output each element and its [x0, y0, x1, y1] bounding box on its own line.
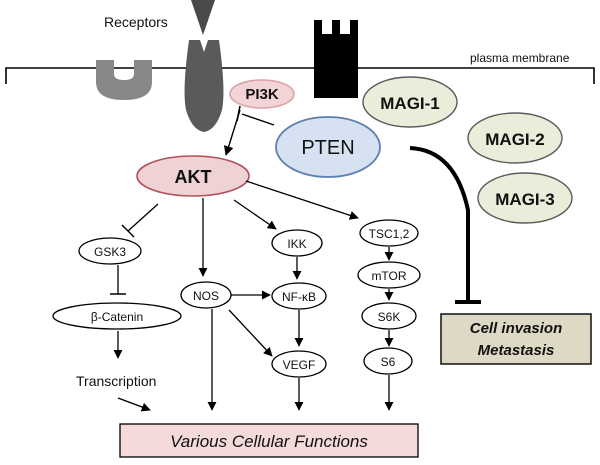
magi1-label: MAGI-1 — [380, 94, 440, 113]
pten-inhibit-line — [241, 113, 275, 126]
s6k-node — [361, 302, 417, 330]
akt-gsk3-inhibit-bar — [121, 224, 135, 238]
akt-tsc-arrow — [245, 180, 359, 220]
transcription-label: Transcription — [76, 373, 156, 389]
akt-node — [136, 155, 250, 197]
plasma-membrane-label: plasma membrane — [470, 51, 570, 65]
various-functions-box — [119, 423, 419, 458]
beta-catenin-node — [52, 302, 182, 330]
cell-invasion-box — [440, 313, 592, 365]
receptor-comb-shape — [314, 20, 358, 98]
akt-label: AKT — [175, 167, 212, 187]
tsc12-label: TSC1,2 — [369, 227, 410, 241]
magi2-label: MAGI-2 — [485, 130, 545, 149]
magi3-label: MAGI-3 — [495, 190, 555, 209]
beta-catenin-label: β-Catenin — [91, 310, 143, 324]
gsk3-node — [78, 237, 142, 265]
akt-gsk3-inhibit-line — [127, 203, 159, 232]
ikk-label: IKK — [287, 237, 306, 251]
magi2-node — [467, 112, 563, 164]
s6-node — [363, 347, 413, 375]
ikk-node — [271, 229, 323, 257]
akt-ikk-arrow — [233, 199, 277, 230]
ligand-shape — [191, 0, 215, 35]
tsc12-node — [359, 219, 419, 247]
nfkb-node — [271, 282, 327, 310]
receptor-cup-shape — [96, 60, 152, 100]
magi3-node — [477, 172, 573, 224]
nfkb-label: NF-κB — [282, 290, 316, 304]
vegf-node — [271, 350, 327, 378]
transcription-various-arrow — [117, 397, 151, 412]
gsk3-label: GSK3 — [94, 245, 126, 259]
various-functions-label: Various Cellular Functions — [170, 432, 368, 451]
mtor-label: mTOR — [371, 269, 406, 283]
pi3k-node — [229, 79, 295, 109]
magi1-node — [362, 76, 458, 128]
cell-invasion-label: Cell invasion — [470, 320, 563, 337]
pten-invasion-inhibit-line — [409, 146, 470, 300]
vegf-label: VEGF — [283, 358, 316, 372]
pten-node — [275, 116, 381, 178]
plasma-membrane-line — [5, 67, 595, 84]
s6k-label: S6K — [378, 310, 401, 324]
pi3k-label: PI3K — [245, 86, 279, 103]
mtor-node — [357, 261, 421, 289]
pten-label: PTEN — [301, 137, 354, 159]
metastasis-label: Metastasis — [478, 342, 555, 359]
pi3k-akt-arrow — [223, 109, 241, 156]
nos-label: NOS — [193, 289, 219, 303]
nos-vegf-arrow — [228, 309, 273, 357]
receptors-label: Receptors — [104, 14, 168, 30]
s6-label: S6 — [381, 355, 396, 369]
receptor-oval-shape — [184, 40, 224, 132]
